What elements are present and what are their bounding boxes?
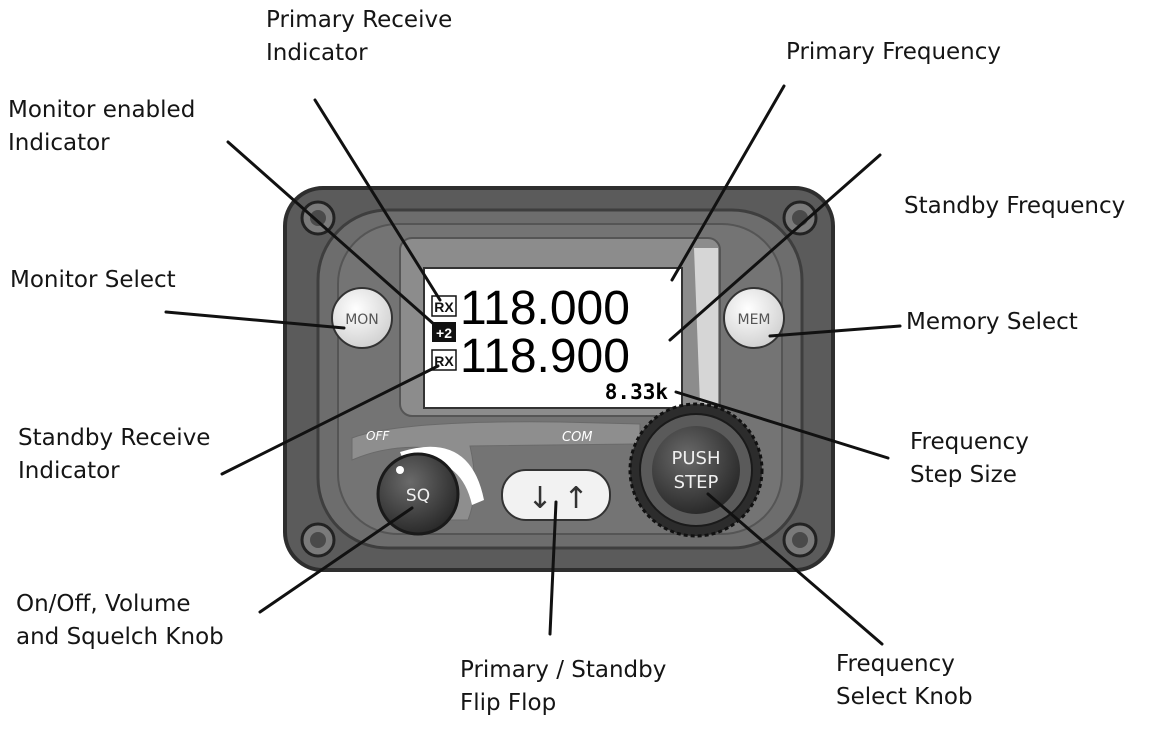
primary-frequency-readout: 118.000 xyxy=(460,282,630,335)
callout-frequency-select-knob: Frequency Select Knob xyxy=(836,651,973,710)
mon-button-label: MON xyxy=(345,312,379,328)
primary-rx-text: RX xyxy=(434,299,454,315)
step-size-readout: 8.33k xyxy=(605,380,669,404)
screen-glare xyxy=(694,248,718,404)
flip-flop-button[interactable]: ↓ ↑ xyxy=(501,469,611,521)
monitor-indicator-text: +2 xyxy=(436,325,452,341)
callout-monitor-enabled-indicator: Monitor enabled Indicator xyxy=(8,97,196,156)
volume-arc-band xyxy=(351,421,641,521)
screw-icon xyxy=(792,532,808,548)
push-label: PUSH xyxy=(672,448,721,469)
screw-icon xyxy=(310,532,326,548)
sq-knob-label: SQ xyxy=(406,486,430,506)
leader-lines xyxy=(164,84,902,646)
primary-rx-indicator xyxy=(431,295,457,317)
display-screen xyxy=(423,267,683,409)
sq-knob[interactable]: SQ xyxy=(376,452,460,536)
leader-monitor-select xyxy=(164,310,346,330)
leader-standby-receive xyxy=(220,364,440,476)
monitor-indicator xyxy=(432,322,456,342)
leader-memory-select xyxy=(768,324,902,338)
callout-standby-receive-indicator: Standby Receive Indicator xyxy=(18,425,211,484)
radio-body: RX +2 RX 118.000 118.900 8.33k MON MEM O xyxy=(283,186,835,572)
leader-primary-receive xyxy=(313,98,442,302)
leader-step-size xyxy=(674,390,890,460)
leader-primary-frequency xyxy=(670,84,786,282)
callout-standby-frequency: Standby Frequency xyxy=(904,193,1126,219)
callout-volume-squelch-knob: On/Off, Volume and Squelch Knob xyxy=(16,591,224,650)
down-arrow-icon: ↓ xyxy=(527,481,552,516)
volume-arc-highlight xyxy=(400,446,484,505)
mem-button[interactable]: MEM xyxy=(723,287,785,349)
leader-volume-squelch xyxy=(258,506,414,614)
leader-standby-frequency xyxy=(668,153,882,342)
callout-memory-select: Memory Select xyxy=(906,309,1078,335)
mem-button-label: MEM xyxy=(737,312,770,328)
frequency-select-knob[interactable]: PUSH STEP xyxy=(628,402,764,538)
callout-monitor-select: Monitor Select xyxy=(10,267,176,293)
mon-button[interactable]: MON xyxy=(331,287,393,349)
standby-rx-text: RX xyxy=(434,353,454,369)
callout-flip-flop: Primary / Standby Flip Flop xyxy=(460,657,667,716)
off-label: OFF xyxy=(366,429,390,443)
up-arrow-icon: ↑ xyxy=(563,481,588,516)
callout-primary-receive-indicator: Primary Receive Indicator xyxy=(266,7,453,66)
leader-monitor-enabled xyxy=(226,140,438,328)
leader-flip-flop xyxy=(548,500,558,636)
screw-icon xyxy=(310,210,326,226)
standby-frequency-readout: 118.900 xyxy=(460,330,630,383)
callout-primary-frequency: Primary Frequency xyxy=(786,39,1002,65)
corner-screws xyxy=(300,200,818,558)
sq-knob-indicator-dot xyxy=(396,466,404,474)
step-label: STEP xyxy=(674,472,719,493)
com-label: COM xyxy=(562,430,593,445)
callout-frequency-step-size: Frequency Step Size xyxy=(910,429,1029,488)
leader-frequency-select xyxy=(706,492,884,646)
